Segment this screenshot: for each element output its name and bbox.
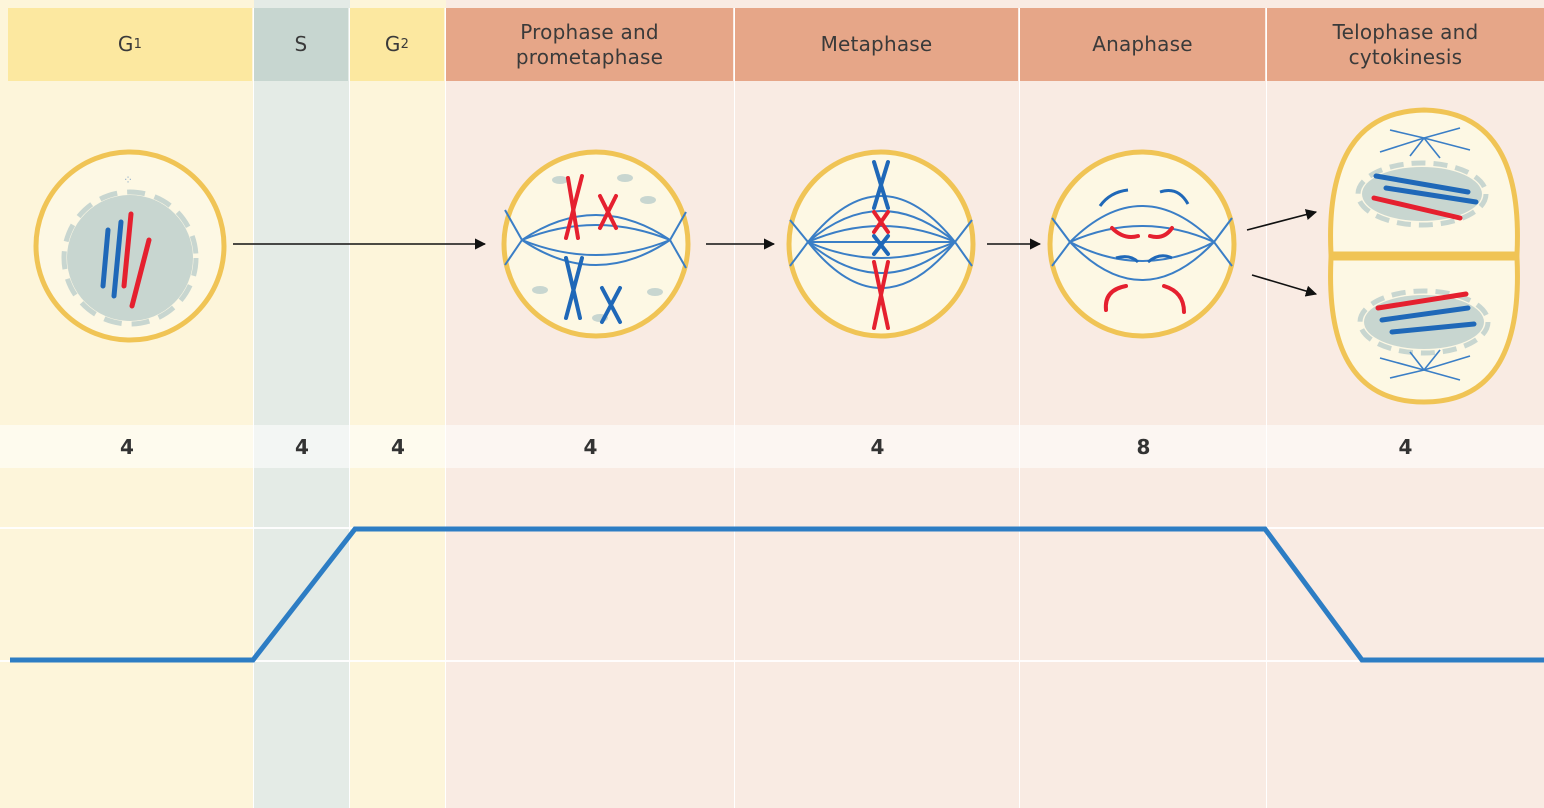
arrow-icon: [1252, 275, 1316, 294]
cell-prophase-icon: [504, 152, 688, 336]
dna-content-line: [10, 529, 1544, 660]
arrow-icon: [1247, 212, 1316, 230]
svg-text:⁘: ⁘: [123, 173, 133, 187]
cell-g1-icon: ⁘: [36, 152, 224, 340]
cell-metaphase-icon: [789, 152, 973, 336]
cell-anaphase-icon: [1050, 152, 1234, 336]
cell-telophase-icon: [1331, 110, 1518, 402]
